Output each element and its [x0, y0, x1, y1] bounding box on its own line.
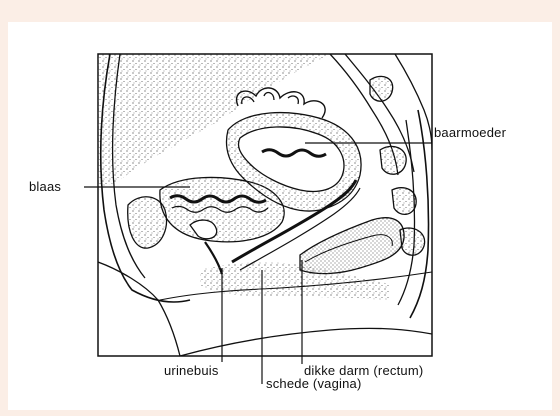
thigh-contour: [98, 262, 180, 356]
label-uterus: baarmoeder: [434, 126, 506, 140]
sacrum: [410, 110, 429, 318]
label-urethra: urinebuis: [164, 364, 219, 378]
label-bladder: blaas: [29, 180, 61, 194]
label-vagina: schede (vagina): [266, 377, 362, 391]
label-rectum: dikke darm (rectum): [304, 364, 423, 378]
